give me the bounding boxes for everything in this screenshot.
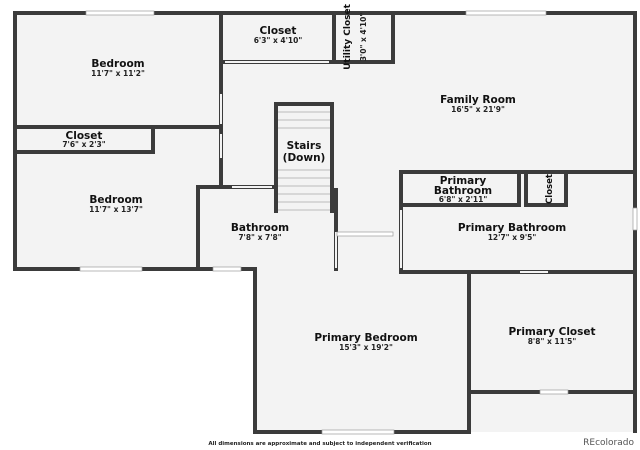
- room-dims-bathroom: 7'8" x 7'8": [238, 233, 281, 242]
- room-label-closet-1: Closet: [260, 25, 297, 37]
- room-label-closet-3: Closet: [545, 174, 555, 204]
- room-label-primary-closet: Primary Closet: [508, 326, 595, 338]
- room-label-bedroom-2: Bedroom: [89, 194, 142, 206]
- room-dims-closet-1: 6'3" x 4'10": [254, 36, 303, 45]
- floor-areas: [16, 14, 636, 432]
- room-dims-utility-closet: 3'0" x 4'10": [359, 13, 368, 62]
- room-label-closet-2: Closet: [66, 130, 103, 142]
- room-label-family-room: Family Room: [440, 94, 516, 106]
- room-label-stairs: Stairs: [287, 140, 322, 152]
- room-label-bathroom: Bathroom: [231, 222, 289, 234]
- disclaimer-text: All dimensions are approximate and subje…: [208, 441, 432, 447]
- room-label-primary-bath-small-2: Bathroom: [434, 185, 492, 197]
- room-label-utility-closet: Utility Closet: [343, 3, 353, 70]
- room-label-primary-bedroom: Primary Bedroom: [314, 332, 417, 344]
- room-dims-primary-bathroom: 12'7" x 9'5": [488, 233, 537, 242]
- room-dims-bedroom-2: 11'7" x 13'7": [89, 205, 143, 214]
- room-dims-family-room: 16'5" x 21'9": [451, 105, 505, 114]
- room-dims-closet-2: 7'6" x 2'3": [62, 140, 105, 149]
- room-label-stairs-direction: (Down): [283, 152, 326, 164]
- room-dims-primary-closet: 8'8" x 11'5": [528, 337, 577, 346]
- room-labels: Bedroom 11'7" x 11'2" Closet 6'3" x 4'10…: [62, 3, 595, 352]
- room-dims-bedroom-1: 11'7" x 11'2": [91, 69, 145, 78]
- windows: [79, 10, 638, 435]
- room-label-primary-bath-small-1: Primary: [440, 175, 487, 187]
- room-dims-primary-bedroom: 15'3" x 19'2": [339, 343, 393, 352]
- room-label-bedroom-1: Bedroom: [91, 58, 144, 70]
- room-dims-primary-bath-small: 6'8" x 2'11": [439, 195, 488, 204]
- room-label-primary-bathroom: Primary Bathroom: [458, 222, 566, 234]
- brand-watermark: REcolorado: [583, 438, 634, 448]
- door-openings: [220, 61, 548, 273]
- stair-treads: [278, 111, 330, 211]
